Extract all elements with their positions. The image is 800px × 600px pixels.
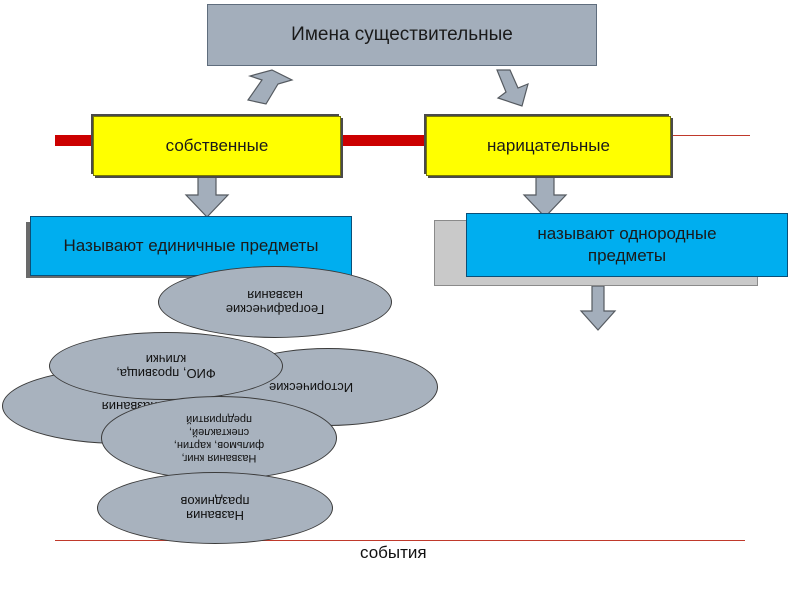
ellipse-holidays: Названия праздников [97, 472, 333, 544]
red-line-bottom [55, 540, 745, 541]
arrow-down-lower-icon [579, 285, 617, 331]
proper-description-text: Называют единичные предметы [63, 236, 319, 255]
arrow-down-right-icon [496, 69, 529, 107]
ellipse-geographic-text: Географические названия [225, 288, 325, 317]
common-label: нарицательные [487, 136, 610, 155]
ellipse-historical-text: Исторические [269, 380, 354, 395]
title-box: Имена существительные [207, 4, 597, 66]
common-description-box: называют однородные предметы [466, 213, 788, 277]
proper-box: собственные [93, 116, 341, 176]
ellipse-titles: Названия книг, фильмов, картин, спектакл… [101, 396, 337, 480]
ellipse-geographic: Географические названия [158, 266, 392, 338]
proper-label: собственные [165, 136, 269, 155]
ellipse-titles-text: Названия книг, фильмов, картин, спектакл… [173, 413, 265, 464]
title-text: Имена существительные [291, 24, 513, 45]
common-box: нарицательные [426, 116, 671, 176]
red-line-top-right [670, 135, 750, 136]
arrow-down-proper-icon [184, 176, 230, 218]
ellipse-fio-text: ФИО, прозвища, клички [116, 352, 216, 381]
ellipse-fio: ФИО, прозвища, клички [49, 332, 283, 400]
bottom-label: события [360, 543, 427, 562]
ellipse-holidays-text: Названия праздников [180, 494, 250, 523]
arrow-down-left-icon [246, 69, 294, 105]
arrow-down-common-icon [522, 176, 568, 218]
common-description-text: называют однородные предметы [537, 224, 717, 265]
